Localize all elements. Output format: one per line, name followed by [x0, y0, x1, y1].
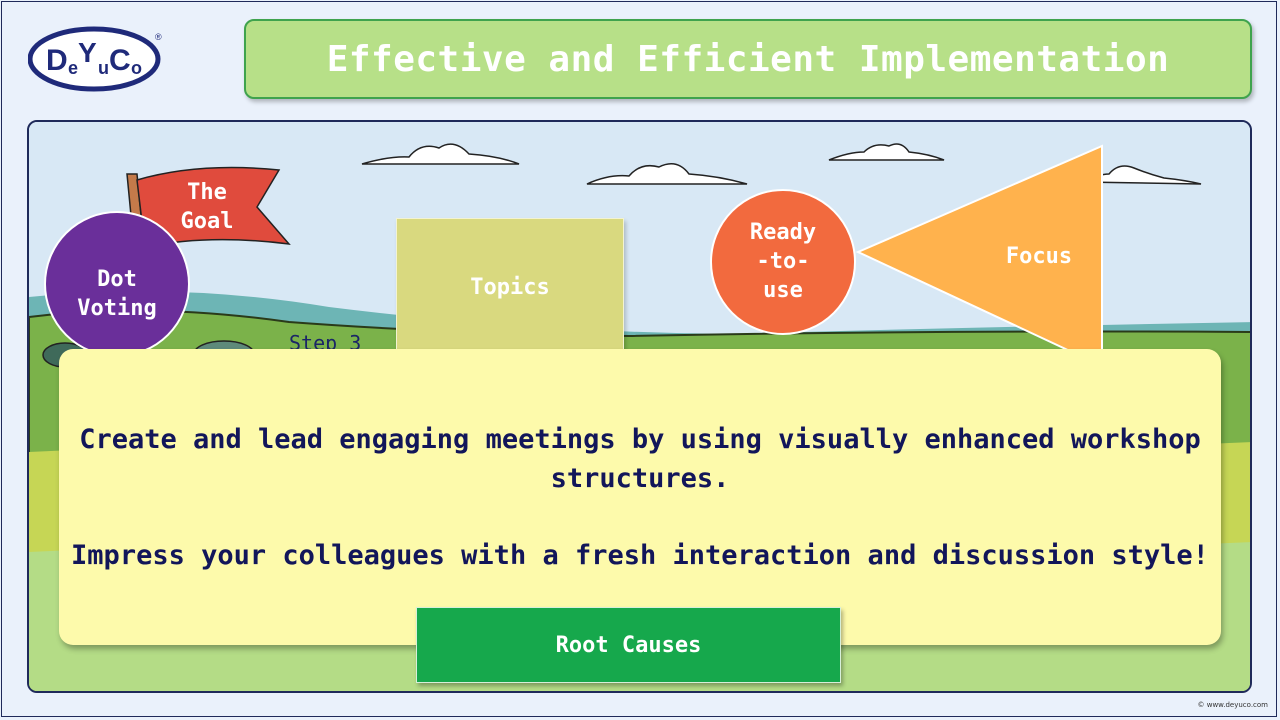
- ready-to-use-circle: [710, 189, 856, 335]
- page-title: Effective and Efficient Implementation: [326, 38, 1170, 80]
- logo-letter-c: C: [109, 44, 131, 77]
- dot-voting-label: Dot Voting: [77, 267, 157, 321]
- logo-letter-u: u: [98, 58, 109, 78]
- card-line-2: structures.: [550, 463, 730, 494]
- deyuco-logo: D e Y u C o ®: [28, 26, 162, 92]
- topics-box: Topics: [396, 218, 624, 358]
- focus-triangle: [855, 144, 1103, 368]
- logo-letter-y: Y: [78, 37, 97, 68]
- card-line-1: Create and lead engaging meetings by usi…: [79, 424, 1201, 455]
- logo-letter-d: D: [46, 44, 68, 77]
- root-causes-box: Root Causes: [416, 607, 841, 683]
- info-card: Create and lead engaging meetings by usi…: [59, 349, 1221, 645]
- focus-label: Focus: [1005, 244, 1073, 269]
- logo-letter-e: e: [68, 58, 78, 78]
- logo-letter-o: o: [131, 58, 142, 78]
- goal-flag: [136, 166, 291, 248]
- registered-mark: ®: [155, 32, 162, 42]
- copyright: © www.deyuco.com: [1197, 701, 1269, 709]
- ready-to-use-label: Ready -to- use: [749, 220, 817, 303]
- flag-label: The Goal: [180, 180, 234, 234]
- title-bar: Effective and Efficient Implementation: [244, 19, 1252, 99]
- card-line-3: Impress your colleagues with a fresh int…: [71, 540, 1209, 571]
- clouds: [361, 143, 1202, 185]
- topics-label: Topics: [470, 275, 550, 300]
